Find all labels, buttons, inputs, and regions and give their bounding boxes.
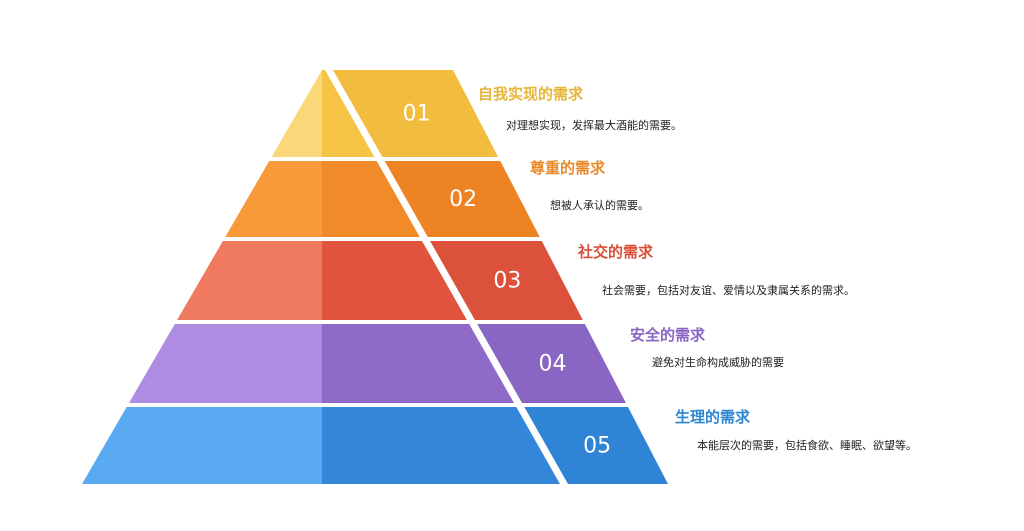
level-number-physiological: 05: [583, 434, 611, 459]
pyramid-left-face-social: [177, 241, 322, 320]
pyramid-right-face-safety: [322, 324, 515, 403]
level-description-safety: 避免对生命构成威胁的需要: [652, 356, 784, 369]
pyramid-strip-social: [430, 241, 583, 320]
pyramid-right-face-esteem: [322, 161, 420, 237]
pyramid-left-face-esteem: [225, 161, 322, 237]
pyramid-strip-esteem: [384, 161, 540, 237]
pyramid-right-face-self-actualization: [322, 70, 375, 157]
level-title-physiological: 生理的需求: [675, 408, 751, 426]
level-title-social: 社交的需求: [578, 243, 654, 261]
level-number-social: 03: [493, 269, 521, 294]
level-description-self-actualization: 对理想实现，发挥最大酒能的需要。: [506, 119, 682, 132]
level-number-safety: 04: [539, 352, 567, 377]
level-description-esteem: 想被人承认的需要。: [550, 199, 649, 212]
level-title-self-actualization: 自我实现的需求: [478, 85, 584, 103]
pyramid-left-face-safety: [128, 324, 322, 403]
level-title-esteem: 尊重的需求: [530, 159, 606, 177]
pyramid-strip-self-actualization: [333, 70, 499, 157]
level-number-self-actualization: 01: [403, 102, 431, 127]
level-description-social: 社会需要，包括对友谊、爱情以及隶属关系的需求。: [602, 284, 855, 297]
pyramid-strip-safety: [477, 324, 626, 403]
pyramid-right-face-social: [322, 241, 467, 320]
pyramid-strip-physiological: [524, 407, 668, 484]
pyramid-left-face-self-actualization: [271, 70, 322, 157]
pyramid-right-face-physiological: [322, 407, 560, 484]
pyramid-left-face-physiological: [82, 407, 322, 484]
level-title-safety: 安全的需求: [630, 326, 706, 344]
level-description-physiological: 本能层次的需要，包括食欲、睡眠、欲望等。: [697, 439, 917, 452]
level-number-esteem: 02: [449, 187, 477, 212]
